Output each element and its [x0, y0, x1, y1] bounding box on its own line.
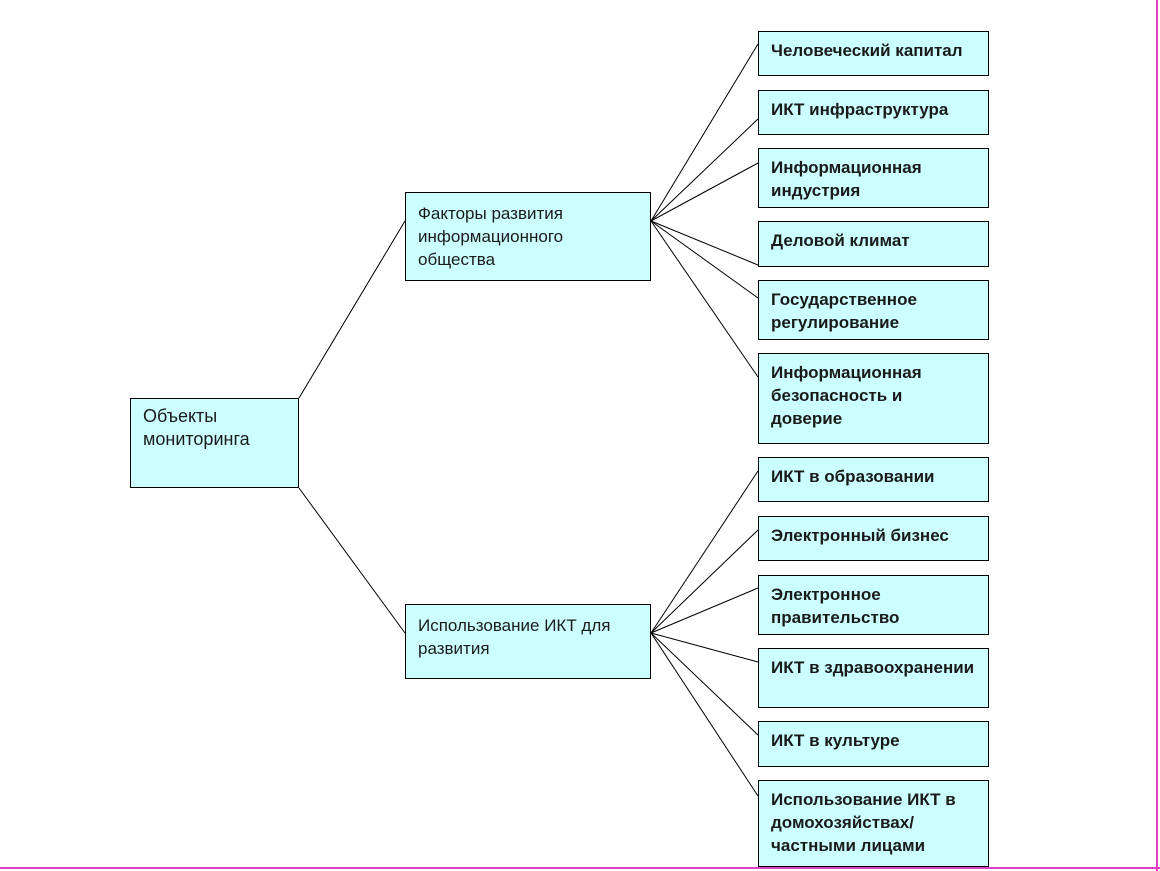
connector-root-branch-2 — [298, 487, 406, 634]
connector-root-branch-1 — [298, 220, 406, 399]
connector-b1-leaf-5 — [650, 220, 759, 299]
connector-b1-leaf-1 — [650, 43, 759, 222]
connector-b1-leaf-3 — [650, 162, 759, 222]
leaf-node-business-climate: Деловой климат — [758, 221, 989, 267]
frame-border-bottom — [0, 867, 1160, 869]
leaf-node-ict-healthcare: ИКТ в здравоохранении — [758, 648, 989, 708]
leaf-node-e-business: Электронный бизнес — [758, 516, 989, 561]
frame-border-right — [1156, 0, 1158, 871]
leaf-node-information-industry: Информационная индустрия — [758, 148, 989, 208]
leaf-node-ict-education: ИКТ в образовании — [758, 457, 989, 502]
connector-b1-leaf-2 — [650, 118, 759, 222]
connector-b2-leaf-1 — [650, 470, 759, 634]
connector-b2-leaf-4 — [650, 632, 759, 663]
connector-b1-leaf-4 — [650, 220, 759, 266]
leaf-node-ict-infrastructure: ИКТ инфраструктура — [758, 90, 989, 135]
leaf-node-e-government: Электронное правительство — [758, 575, 989, 635]
leaf-node-human-capital: Человеческий капитал — [758, 31, 989, 76]
leaf-node-ict-culture: ИКТ в культуре — [758, 721, 989, 767]
connector-b2-leaf-5 — [650, 632, 759, 736]
connector-b2-leaf-6 — [650, 632, 759, 797]
leaf-node-ict-households: Использование ИКТ в домохозяйствах/ част… — [758, 780, 989, 867]
connector-b2-leaf-3 — [650, 587, 759, 634]
connector-b2-leaf-2 — [650, 529, 759, 634]
root-node-monitoring-objects: Объекты мониторинга — [130, 398, 299, 488]
branch-node-ict-usage: Использование ИКТ для развития — [405, 604, 651, 679]
leaf-node-information-security: Информационная безопасность и доверие — [758, 353, 989, 444]
leaf-node-state-regulation: Государственное регулирование — [758, 280, 989, 340]
connector-b1-leaf-6 — [650, 220, 759, 378]
branch-node-development-factors: Факторы развития информационного обществ… — [405, 192, 651, 281]
